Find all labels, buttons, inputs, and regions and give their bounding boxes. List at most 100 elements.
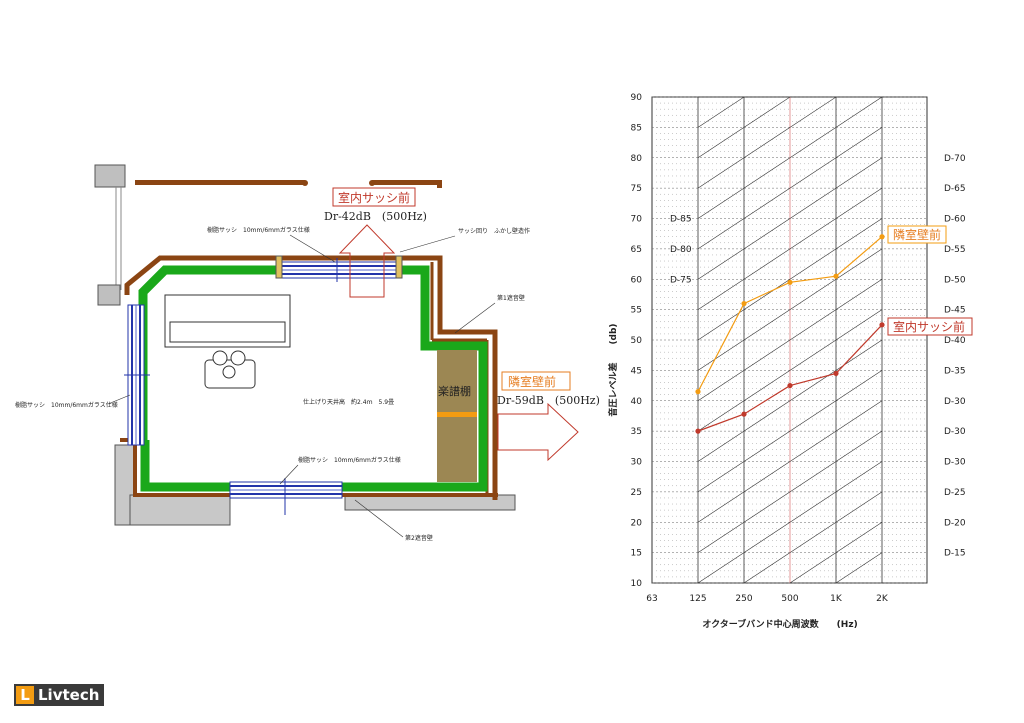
d-curve [697, 461, 883, 584]
d-curve [697, 96, 882, 189]
series-point-1 [787, 382, 793, 389]
series-point-1 [833, 370, 839, 377]
legend-room-sash: 室内サッシ前 [893, 319, 965, 334]
label-sash-around: サッシ回り ふかし壁造作 [458, 227, 530, 235]
d-curve [789, 521, 883, 584]
label-left-sash: 樹脂サッシ 10mm/6mmガラス仕様 [15, 401, 118, 409]
label-finish: 仕上げり天井高 約2.4ｍ 5.9畳 [303, 398, 394, 406]
y-tick-label: 50 [631, 336, 643, 346]
d-label-right: D-70 [944, 154, 966, 164]
d-curve [743, 491, 883, 584]
x-tick-label: 125 [689, 594, 706, 604]
callout-room-sash: 室内サッシ前 [338, 190, 410, 205]
y-tick-label: 45 [631, 366, 642, 376]
y-tick-label: 40 [631, 397, 643, 407]
d-curve [697, 430, 883, 553]
dr-room-sash: Dr-42dB (500Hz) [324, 210, 427, 223]
y-tick-label: 25 [631, 488, 642, 498]
legend-next-room-box [887, 225, 947, 244]
x-tick-label: 1K [830, 594, 843, 604]
d-label-right: D-30 [944, 458, 966, 468]
chart-d-curves [697, 96, 883, 584]
callout-next-room: 隣室壁前 [508, 374, 556, 389]
series-point-0 [787, 279, 793, 285]
label-top-sash: 樹脂サッシ 10mm/6mmガラス仕様 [207, 226, 310, 234]
d-label-right: D-45 [944, 306, 966, 316]
d-label-right: D-30 [944, 397, 966, 407]
up-arrow [338, 224, 396, 298]
legend-next-room: 隣室壁前 [893, 227, 941, 242]
series-point-1 [879, 322, 885, 328]
x-tick-label: 500 [781, 594, 798, 604]
d-curve [697, 370, 883, 493]
building-corner-top [94, 164, 126, 188]
d-curve [835, 552, 883, 584]
chart-axes: 10 15 20 25 30 35 40 45 50 55 60 65 70 75 80 85 90 63 125 2… [631, 93, 966, 604]
d-label-right: D-25 [944, 488, 966, 498]
d-label-right: D-15 [944, 549, 966, 559]
d-curve [697, 248, 883, 371]
y-tick-label: 60 [631, 275, 643, 285]
series-point-0 [833, 273, 839, 279]
y-tick-label: 80 [631, 154, 643, 164]
d-label-right: D-60 [944, 215, 966, 225]
d-curve [697, 96, 836, 159]
d-curve [697, 218, 883, 341]
y-tick-label: 85 [631, 123, 642, 133]
series-point-0 [879, 234, 885, 240]
y-tick-label: 35 [631, 427, 642, 437]
d-label-right: D-50 [944, 275, 966, 285]
floor-plan: 楽譜棚 樹脂サッシ 10mm/6mmガラス仕様 サッシ回り ふかし壁造作 第1遮… [15, 164, 600, 542]
series-point-0 [695, 389, 701, 395]
d-label-left: D-75 [670, 275, 692, 285]
y-tick-label: 65 [631, 245, 642, 255]
shelf-label: 楽譜棚 [438, 384, 471, 398]
logo-mark: L [16, 686, 34, 704]
y-tick-label: 15 [631, 549, 642, 559]
series-point-1 [741, 411, 747, 417]
y-tick-label: 10 [631, 579, 643, 589]
series-point-1 [695, 428, 701, 434]
y-tick-label: 30 [631, 458, 643, 468]
y-tick-label: 70 [631, 215, 643, 225]
d-curve [697, 187, 883, 310]
chart-xlabel: オクターブバンド中心周波数 (Hz) [702, 618, 857, 630]
d-label-right: D-65 [944, 184, 966, 194]
x-tick-label: 2K [876, 594, 889, 604]
livtech-logo: L Livtech [14, 684, 104, 706]
dr-next-room: Dr-59dB (500Hz) [497, 394, 600, 407]
d-curve [697, 309, 883, 432]
logo-text: Livtech [38, 686, 100, 704]
callout-room-sash-box [332, 187, 416, 207]
d-label-right: D-40 [944, 336, 966, 346]
d-curve [697, 127, 883, 250]
right-arrow [497, 402, 579, 462]
x-tick-label: 63 [646, 594, 657, 604]
y-tick-label: 90 [631, 93, 643, 103]
label-bottom-sash: 樹脂サッシ 10mm/6mmガラス仕様 [298, 456, 401, 464]
x-tick-label: 250 [735, 594, 752, 604]
series-point-0 [741, 300, 747, 307]
y-tick-label: 20 [631, 518, 643, 528]
d-curve [697, 400, 883, 523]
label-wall1: 第1遮音壁 [497, 294, 525, 302]
d-curve [697, 278, 883, 402]
d-label-left: D-80 [670, 245, 692, 255]
y-tick-label: 55 [631, 306, 642, 316]
neighbor-wall-top-right [372, 180, 442, 185]
d-label-right: D-20 [944, 518, 966, 528]
d-curve [697, 157, 883, 280]
d-curve [697, 339, 883, 462]
d-label-right: D-30 [944, 427, 966, 437]
chart-ylabel: 音圧レベル差 (db) [607, 323, 619, 416]
neighbor-wall-top-left [135, 180, 305, 185]
chart-series [695, 234, 885, 434]
d-label-left: D-85 [670, 215, 692, 225]
d-label-right: D-35 [944, 366, 966, 376]
label-wall2: 第2遮音壁 [405, 534, 433, 542]
legend-room-sash-box [887, 317, 973, 336]
d-label-right: D-55 [944, 245, 966, 255]
y-tick-label: 75 [631, 184, 642, 194]
callout-next-room-box [501, 371, 571, 391]
